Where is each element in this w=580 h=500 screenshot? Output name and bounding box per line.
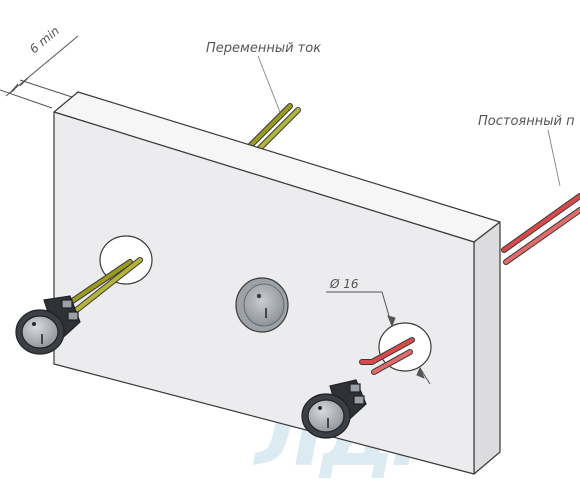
dimension-extension-inner — [19, 79, 76, 99]
diameter-arrow-upper — [387, 315, 396, 328]
thickness-dimension — [0, 35, 79, 109]
diameter-callout — [326, 291, 431, 385]
dimension-extension-outer — [0, 89, 53, 109]
switch-right-terminal-2 — [353, 395, 365, 405]
dimension-label: 6 min — [27, 24, 62, 57]
dc-wires-rear — [501, 193, 580, 265]
switch-right-terminal-1 — [349, 383, 361, 393]
switch-off-mark — [256, 293, 262, 299]
dc-current-label: Постоянный п — [478, 114, 575, 129]
ac-wires-front — [65, 257, 143, 315]
switch-right-face — [307, 399, 345, 433]
switch-left-face — [21, 315, 59, 349]
dimension-arrow-1 — [9, 83, 19, 94]
ac-current-label: Переменный ток — [206, 41, 321, 56]
switch-right — [301, 379, 367, 439]
mounted-switch — [235, 277, 289, 333]
diameter-leader-lower — [419, 367, 431, 385]
diameter-label: Ø 16 — [329, 277, 359, 291]
switch-left-terminal-2 — [67, 311, 79, 321]
dimension-arrow-2 — [19, 77, 29, 87]
switch-left — [15, 295, 81, 355]
dc-wires-front — [359, 337, 415, 375]
diameter-arrow-lower — [416, 366, 425, 379]
dimension-line — [5, 35, 79, 97]
switch-left-terminal-1 — [61, 299, 73, 309]
ac-wires-rear — [247, 103, 301, 153]
ac-leader-line — [257, 55, 281, 113]
dc-leader-line — [547, 129, 561, 187]
panel-side-face — [473, 221, 501, 475]
